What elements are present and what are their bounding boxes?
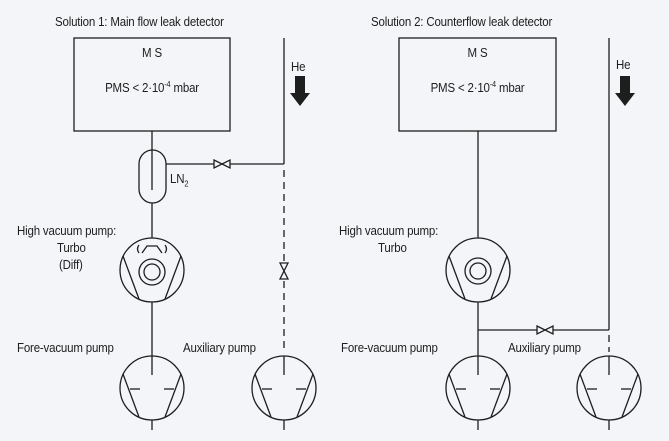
ms-pressure-1: PMS < 2·10-4 mbar — [80, 80, 224, 95]
fore-pump-icon-2 — [445, 355, 511, 430]
high-vac-type-diff-1: (Diff) — [59, 258, 83, 272]
fore-pump-label-2: Fore-vacuum pump — [341, 341, 438, 355]
he-label-1: He — [291, 60, 306, 74]
fore-pump-label-1: Fore-vacuum pump — [17, 341, 114, 355]
high-vac-type-turbo-2: Turbo — [378, 241, 407, 255]
he-arrow-icon-2 — [615, 76, 635, 106]
high-vac-label-2: High vacuum pump: — [339, 224, 439, 238]
aux-pump-icon-2 — [576, 355, 642, 430]
aux-pump-label-2: Auxiliary pump — [508, 341, 581, 355]
ln2-label: LN2 — [170, 172, 188, 189]
pressure-prefix: PMS < 2·10 — [430, 81, 490, 96]
aux-pump-label-1: Auxiliary pump — [183, 341, 256, 355]
ln2-text: LN — [170, 172, 185, 186]
pressure-exp: -4 — [164, 80, 171, 89]
aux-pump-icon-1 — [251, 355, 317, 430]
fore-pump-icon-1 — [119, 355, 185, 430]
he-label-2: He — [616, 58, 631, 72]
pressure-prefix: PMS < 2·10 — [105, 81, 165, 96]
turbo-pump-icon-2 — [445, 237, 511, 303]
solution2-title: Solution 2: Counterflow leak detector — [371, 15, 553, 29]
turbo-pump-icon-1 — [119, 237, 185, 303]
ms-label-1: M S — [142, 46, 162, 60]
ms-label-2: M S — [467, 46, 488, 60]
pressure-unit: mbar — [170, 81, 199, 96]
pressure-exp: -4 — [489, 80, 496, 89]
ln2-sub: 2 — [184, 179, 189, 189]
pressure-unit: mbar — [495, 81, 525, 96]
valve-icon-1-vertical — [278, 262, 290, 280]
valve-icon-2 — [536, 324, 554, 336]
valve-icon-1 — [213, 158, 231, 170]
he-arrow-icon-1 — [290, 76, 310, 106]
high-vac-type-turbo-1: Turbo — [57, 241, 86, 255]
solution1-title: Solution 1: Main flow leak detector — [55, 15, 224, 29]
ms-pressure-2: PMS < 2·10-4 mbar — [405, 80, 549, 95]
high-vac-label-1: High vacuum pump: — [17, 224, 117, 238]
